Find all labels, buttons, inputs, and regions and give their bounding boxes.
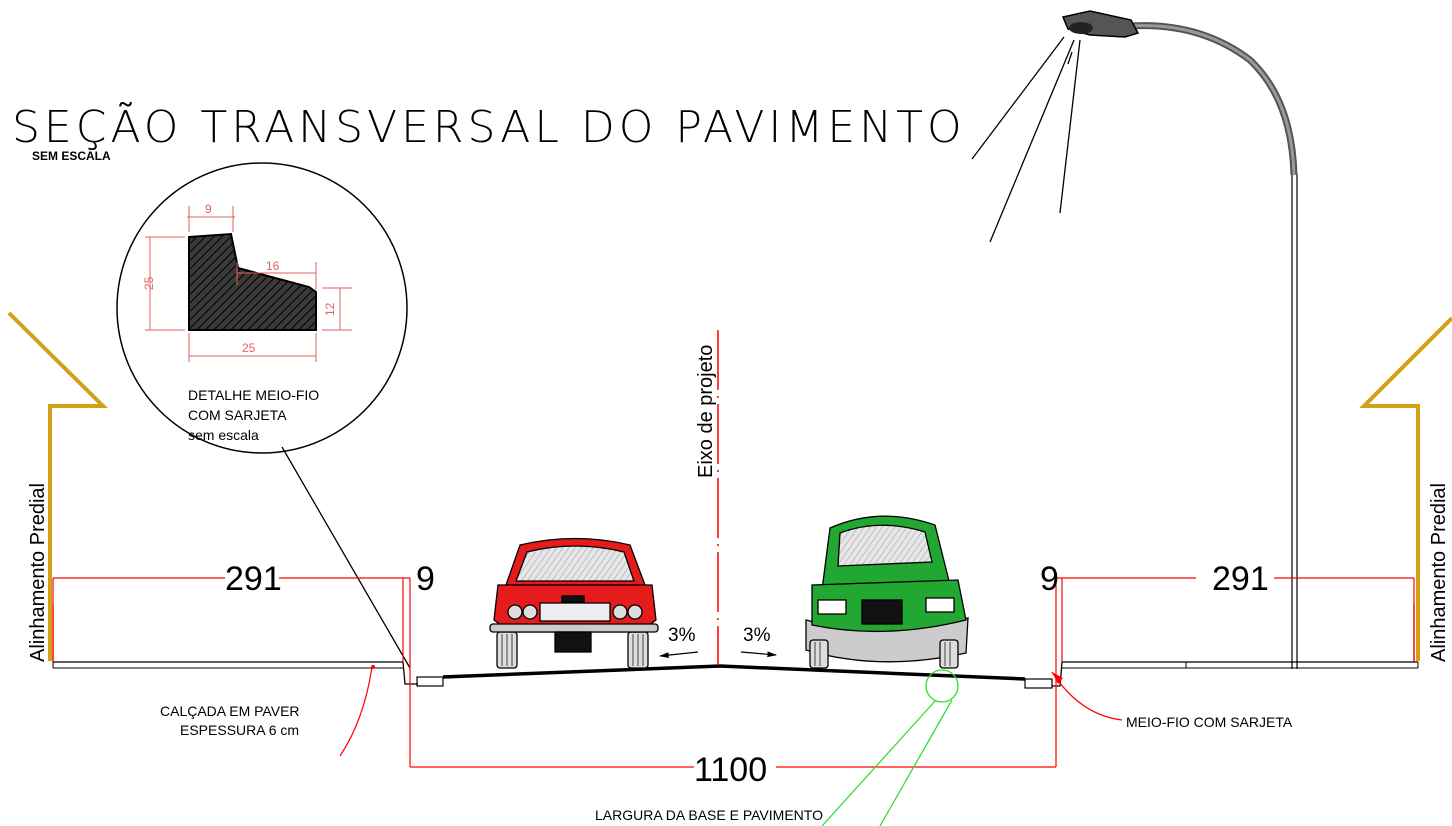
slope-left-label: 3% <box>668 625 696 646</box>
curb-note: MEIO-FIO COM SARJETA <box>1126 714 1293 730</box>
detail-label-line3: sem escala <box>188 427 259 443</box>
property-line-left-label: Alinhamento Predial <box>27 483 49 662</box>
detail-dim-bottom: 25 <box>242 341 256 355</box>
detail-leader-line <box>281 446 411 669</box>
curb-note-leader <box>1051 671 1123 721</box>
car-left <box>489 537 659 669</box>
dim-curb-left: 9 <box>416 560 435 598</box>
dim-curb-right: 9 <box>1040 560 1059 598</box>
base-note: LARGURA DA BASE E PAVIMENTO <box>595 807 823 823</box>
dim-sidewalk-right: 291 <box>1212 560 1269 598</box>
slope-right-arrow <box>740 651 777 658</box>
detail-dim-middle: 16 <box>266 259 280 273</box>
base-leader <box>821 669 959 826</box>
sidewalk-note-line2: ESPESSURA 6 cm <box>180 722 299 738</box>
dimension-lines <box>52 577 1415 768</box>
design-axis-label: Eixo de projeto <box>695 345 717 478</box>
detail-dim-top: 9 <box>205 202 212 216</box>
curb-detail: 9 16 25 12 25 DETALHE MEIO-FIO COM SARJE… <box>116 162 411 669</box>
detail-label-line2: COM SARJETA <box>188 407 287 423</box>
property-line-left <box>7 311 108 662</box>
dim-road-width: 1100 <box>694 751 767 789</box>
sidewalk-note-line1: CALÇADA EM PAVER <box>160 703 300 719</box>
sidewalk-note-leader <box>339 666 373 757</box>
curb-profile-shape <box>188 232 317 331</box>
slope-right-label: 3% <box>743 625 771 646</box>
page-subtitle: SEM ESCALA <box>32 149 111 163</box>
detail-dim-left: 25 <box>142 276 156 290</box>
detail-dim-right: 12 <box>323 302 337 316</box>
detail-label-line1: DETALHE MEIO-FIO <box>188 387 319 403</box>
page-title: SEÇÃO TRANSVERSAL DO PAVIMENTO <box>12 101 966 153</box>
road-profile <box>52 661 1419 689</box>
street-light <box>971 10 1298 669</box>
property-line-right-label: Alinhamento Predial <box>1428 483 1450 662</box>
dim-sidewalk-left: 291 <box>225 560 282 598</box>
slope-left-arrow <box>659 651 699 658</box>
car-right <box>805 515 969 669</box>
detail-dimension-lines <box>145 206 352 362</box>
